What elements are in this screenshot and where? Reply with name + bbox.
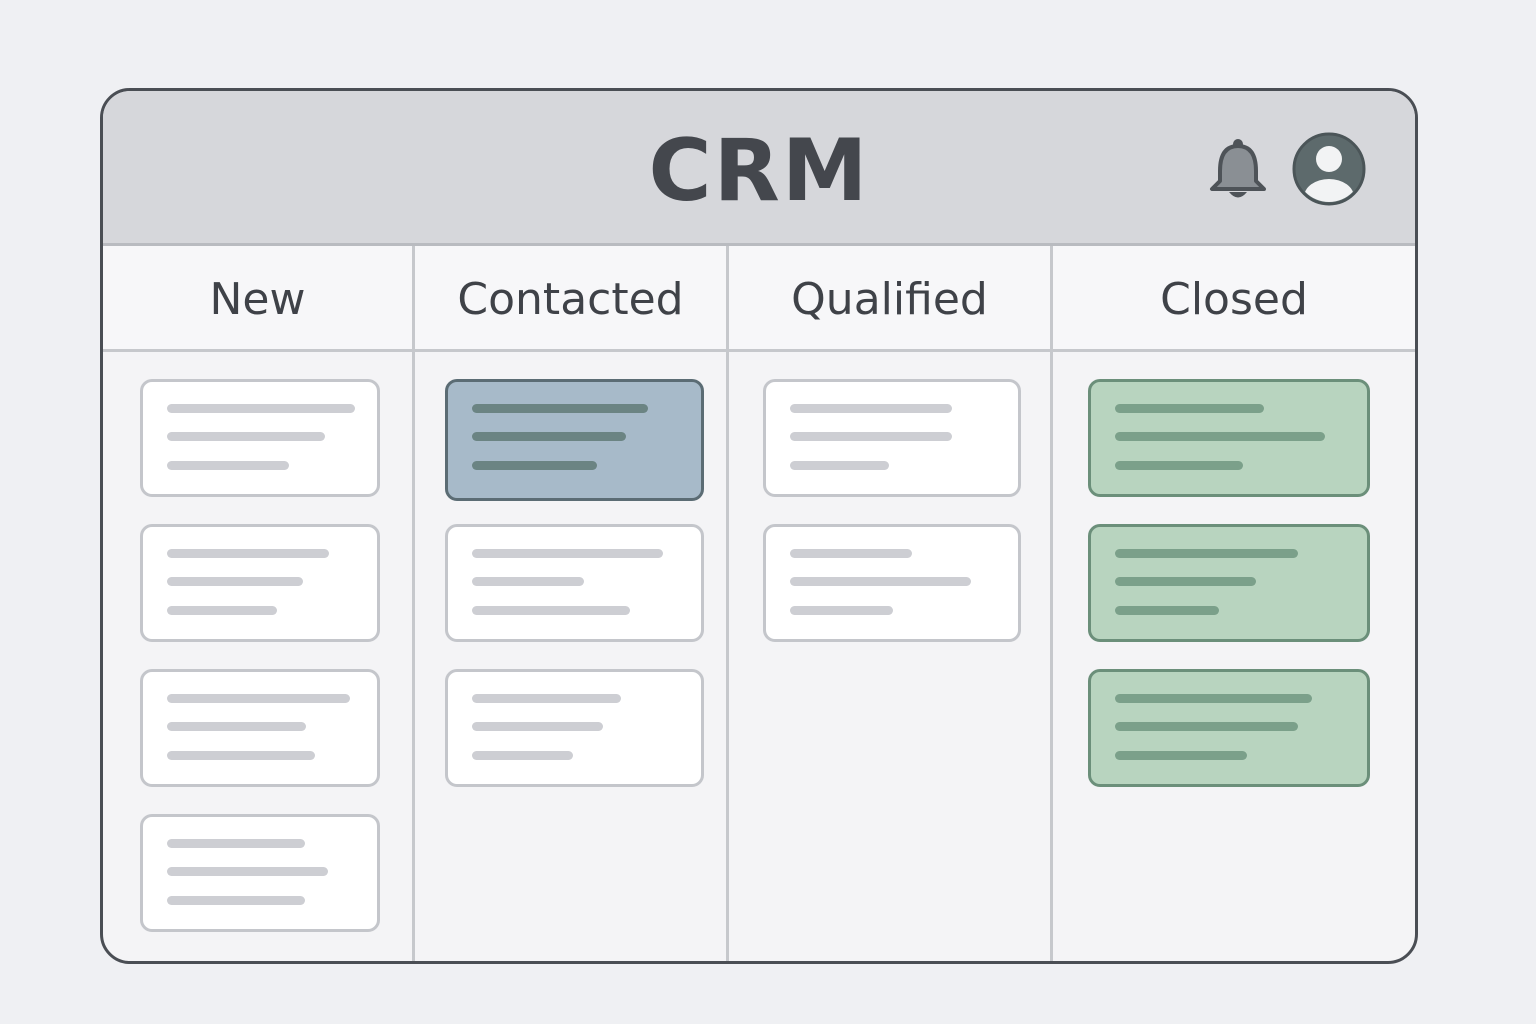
lead-card-new-2[interactable] [140,524,380,642]
column-header-qualified: Qualified [729,246,1050,352]
card-text-placeholder [167,577,303,586]
card-text-placeholder [790,461,889,470]
lead-card-new-1[interactable] [140,379,380,497]
card-text-placeholder [167,606,277,615]
card-text-placeholder [790,404,952,413]
card-text-placeholder [790,606,893,615]
card-text-placeholder [167,432,325,441]
card-text-placeholder [472,549,663,558]
card-text-placeholder [790,577,971,586]
column-contacted: Contacted [415,246,729,961]
card-text-placeholder [1115,751,1247,760]
card-text-placeholder [472,722,603,731]
card-text-placeholder [167,839,305,848]
card-text-placeholder [472,694,621,703]
card-text-placeholder [790,432,952,441]
card-text-placeholder [1115,722,1298,731]
bell-icon[interactable] [1207,137,1269,201]
lead-card-closed-3[interactable] [1088,669,1370,787]
card-text-placeholder [472,404,648,413]
lead-card-closed-2[interactable] [1088,524,1370,642]
card-text-placeholder [1115,549,1298,558]
lead-card-new-4[interactable] [140,814,380,932]
lead-card-closed-1[interactable] [1088,379,1370,497]
card-text-placeholder [472,606,630,615]
card-text-placeholder [167,722,306,731]
user-avatar-icon[interactable] [1291,131,1367,207]
card-text-placeholder [472,751,573,760]
card-text-placeholder [167,549,329,558]
card-text-placeholder [167,404,355,413]
column-header-new: New [103,246,412,352]
lead-card-qualified-2[interactable] [763,524,1021,642]
column-header-contacted: Contacted [415,246,726,352]
card-text-placeholder [167,694,350,703]
column-qualified: Qualified [729,246,1053,961]
card-text-placeholder [1115,606,1219,615]
card-text-placeholder [167,751,315,760]
app-title: CRM [648,121,870,221]
card-text-placeholder [1115,577,1256,586]
card-text-placeholder [1115,404,1264,413]
title-bar: CRM [103,91,1415,246]
column-new: New [103,246,415,961]
column-header-closed: Closed [1053,246,1415,352]
lead-card-new-3[interactable] [140,669,380,787]
card-text-placeholder [472,432,626,441]
lead-card-contacted-2[interactable] [445,524,704,642]
card-text-placeholder [1115,432,1325,441]
column-closed: Closed [1053,246,1415,961]
card-text-placeholder [472,577,584,586]
card-text-placeholder [167,461,289,470]
card-text-placeholder [167,867,328,876]
card-text-placeholder [1115,694,1312,703]
card-text-placeholder [790,549,912,558]
crm-window: CRM New Contacted Qualified Closed [100,88,1418,964]
card-text-placeholder [1115,461,1243,470]
lead-card-contacted-1[interactable] [445,379,704,501]
card-text-placeholder [472,461,597,470]
card-text-placeholder [167,896,305,905]
lead-card-qualified-1[interactable] [763,379,1021,497]
lead-card-contacted-3[interactable] [445,669,704,787]
